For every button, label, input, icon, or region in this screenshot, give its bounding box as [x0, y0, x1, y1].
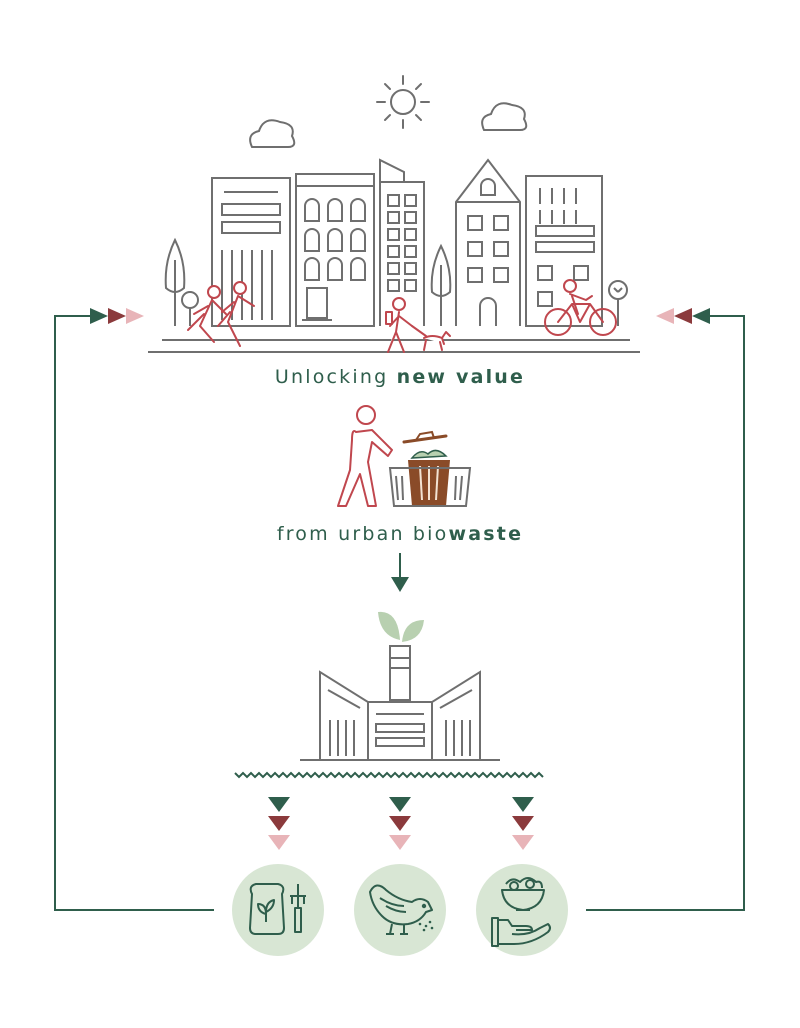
biorefinery-plant-icon [300, 645, 500, 761]
cyclist-icon [544, 279, 617, 336]
sun-icon [376, 75, 430, 129]
food-bowl-in-hand-icon [491, 877, 551, 947]
leaf-icon [378, 611, 424, 642]
cloud-right-icon [481, 102, 528, 131]
zigzag-divider [234, 771, 544, 779]
fertilizer-bag-and-rake-icon [249, 883, 306, 935]
headline-1-emphasis: new value [396, 366, 526, 388]
feedback-loop-left [54, 308, 214, 911]
output-arrows-2 [389, 797, 411, 850]
headline-2-regular: from urban bio [276, 523, 449, 545]
chicken-feed-icon [369, 884, 433, 935]
headline-1-regular: Unlocking [274, 366, 397, 388]
dog-walker-icon [385, 297, 451, 353]
city-skyline [211, 158, 603, 327]
runners-icon [187, 281, 255, 347]
street-lines [148, 339, 640, 353]
output-arrows-1 [268, 797, 290, 850]
feedback-loop-right [586, 308, 745, 911]
tree-icons [164, 237, 628, 326]
fertilizer-output [232, 864, 324, 956]
cloud-left-icon [249, 119, 296, 148]
headline-2-emphasis: waste [448, 523, 524, 545]
waste-bin-icon [388, 430, 472, 507]
animal-feed-output [354, 864, 446, 956]
headline-from-urban-biowaste: from urban biowaste [0, 523, 800, 545]
person-walking-icon [337, 405, 393, 507]
food-output [476, 864, 568, 956]
headline-unlocking-new-value: Unlocking new value [0, 366, 800, 388]
flow-down-arrow [391, 553, 409, 592]
output-arrows-3 [512, 797, 534, 850]
